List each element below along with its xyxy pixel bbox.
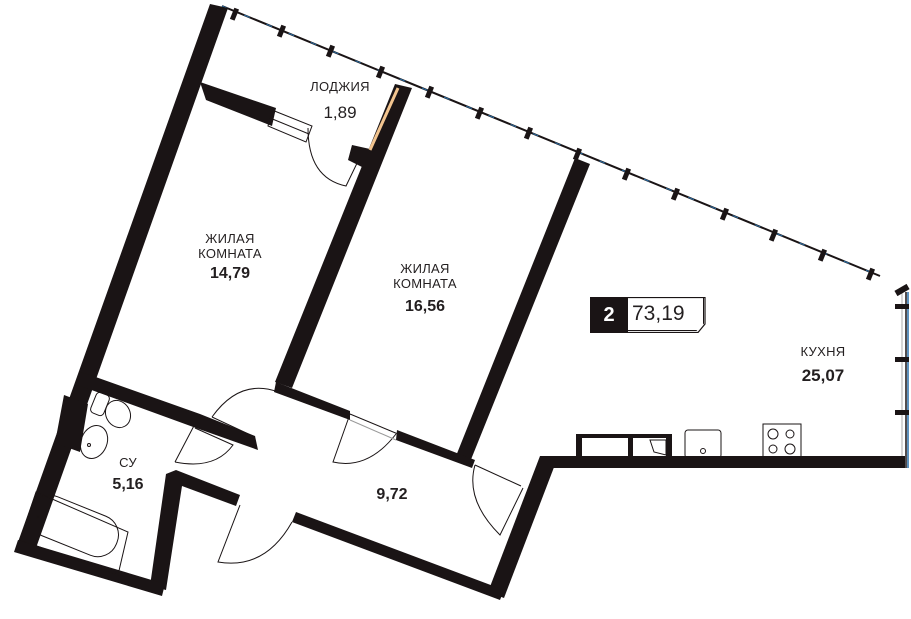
- rooms-count: 2: [590, 297, 628, 333]
- room-label-bathroom: СУ 5,16: [103, 455, 153, 494]
- room-area: 5,16: [112, 475, 144, 493]
- room-name: СУ: [119, 455, 137, 470]
- room-area: 25,07: [801, 365, 845, 385]
- room-name-line2: КОМНАТА: [198, 245, 262, 261]
- window-glazing-right: [901, 292, 909, 468]
- room-area: 9,72: [376, 486, 408, 503]
- window-frame: [267, 109, 313, 143]
- window-mullions: [229, 7, 910, 415]
- walls: [14, 4, 905, 600]
- room-name: КУХНЯ: [800, 344, 846, 359]
- room-name-line2: КОМНАТА: [393, 275, 457, 291]
- room-name-line1: ЖИЛАЯ: [400, 261, 450, 276]
- toilet-icon: [90, 391, 132, 429]
- room-name-line1: ЖИЛАЯ: [205, 231, 255, 246]
- total-area: 73,19: [628, 297, 704, 331]
- kitchen-sink-icon: [684, 429, 722, 459]
- badge-outline: [628, 297, 706, 333]
- room-area: 1,89: [323, 102, 357, 122]
- room-label-loggia: ЛОДЖИЯ 1,89: [300, 79, 380, 122]
- stove-icon: [762, 423, 802, 459]
- room-label-kitchen: КУХНЯ 25,07: [788, 344, 858, 385]
- room-name: ЛОДЖИЯ: [310, 79, 370, 94]
- apartment-summary-badge: 2 73,19: [590, 297, 704, 333]
- sink-icon: [79, 425, 109, 459]
- loggia-glass: [368, 87, 400, 151]
- room-label-hallway: 9,72: [362, 486, 422, 504]
- cabinet-icon: [649, 439, 667, 456]
- bathtub-icon: [19, 491, 129, 576]
- room-label-bedroom-1: ЖИЛАЯ КОМНАТА 14,79: [185, 231, 275, 283]
- room-label-bedroom-2: ЖИЛАЯ КОМНАТА 16,56: [380, 261, 470, 316]
- room-area: 16,56: [404, 297, 446, 315]
- room-area: 14,79: [209, 264, 251, 282]
- doors: [174, 127, 524, 564]
